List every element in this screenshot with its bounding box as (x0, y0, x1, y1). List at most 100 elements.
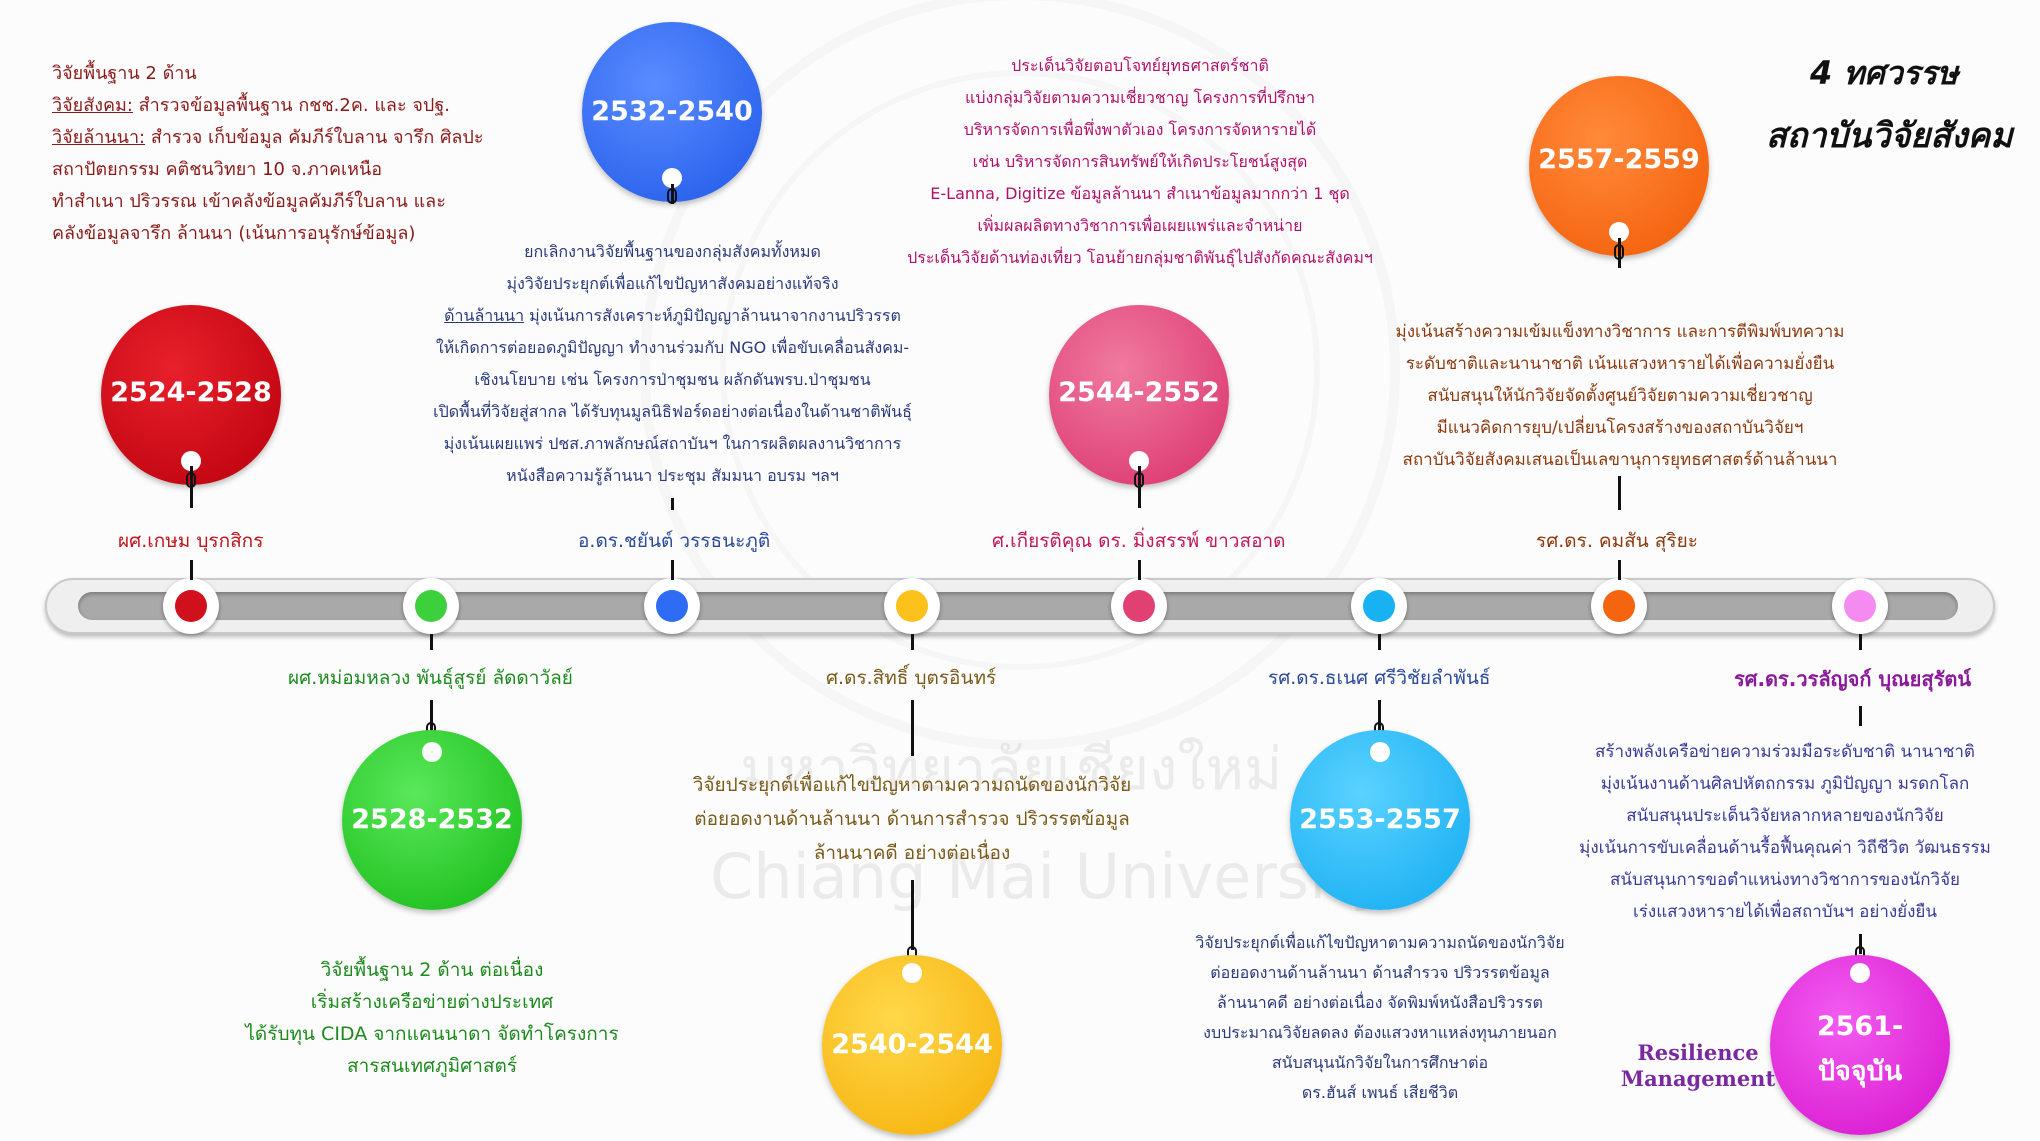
period-circle-2540-2544[interactable]: 2540-2544 (822, 955, 1002, 1135)
period-years-label: 2553-2557 (1299, 804, 1461, 835)
period-circle-2524-2528[interactable]: 2524-2528 (101, 305, 281, 485)
connector-line (671, 560, 674, 580)
director-name-p6: รศ.ดร.ธเนศ ศรีวิชัยลำพันธ์ (1268, 667, 1491, 689)
timeline-node-2557[interactable] (1591, 578, 1647, 634)
timeline-track (78, 592, 1958, 620)
director-name-p1: ผศ.เกษม บุรกสิกร (118, 530, 264, 552)
desc-line: มุ่งเน้นงานด้านศิลปหัตถกรรม ภูมิปัญญา มร… (1600, 774, 1970, 794)
intro-social-text: สำรวจข้อมูลพื้นฐาน กชช.2ค. และ จปฐ. (132, 95, 450, 116)
period-description-p8: สร้างพลังเครือข่ายความร่วมมือระดับชาติ น… (1560, 736, 2010, 928)
desc-line: เพิ่มผลผลิตทางวิชาการเพื่อเผยแพร่และจำหน… (977, 216, 1303, 235)
connector-line (1618, 238, 1621, 268)
desc-line: เร่งแสวงหารายได้เพื่อสถาบันฯ อย่างยั่งยื… (1632, 902, 1938, 922)
node-dot-pink (1123, 590, 1155, 622)
circle-hole (1129, 451, 1149, 471)
desc-lanna-label: ด้านล้านนา (444, 306, 525, 325)
desc-line: สารสนเทศภูมิศาสตร์ (346, 1055, 518, 1077)
connector-line (911, 700, 914, 756)
circle-hole (422, 742, 442, 762)
period-description-p2: วิจัยพื้นฐาน 2 ด้าน ต่อเนื่อง เริ่มสร้าง… (222, 954, 642, 1082)
period-circle-2532-2540[interactable]: 2532-2540 (582, 22, 762, 202)
circle-hole (1850, 963, 1870, 983)
connector-line (911, 634, 914, 650)
desc-line: สถาบันวิจัยสังคมเสนอเป็นเลขานุการยุทธศาส… (1402, 450, 1838, 470)
period-description-p4: วิจัยประยุกต์เพื่อแก้ไขปัญหาตามความถนัดข… (670, 768, 1154, 870)
desc-lanna-text: มุ่งเน้นการสังเคราะห์ภูมิปัญญาล้านนาจากง… (524, 306, 901, 325)
watermark-english-text: Chiang Mai University (710, 840, 1388, 913)
desc-line: ต่อยอดงานด้านล้านนา ด้านสำรวจ ปริวรรตข้อ… (1210, 963, 1550, 982)
desc-line: ได้รับทุน CIDA จากแคนนาดา จัดทำโครงการ (245, 1023, 619, 1045)
desc-line: มุ่งเน้นการขับเคลื่อนด้านรื้อฟื้นคุณค่า … (1579, 838, 1991, 858)
timeline-node-2553[interactable] (1351, 578, 1407, 634)
period-circle-2528-2532[interactable]: 2528-2532 (342, 730, 522, 910)
tag-line2: Management (1620, 1066, 1776, 1091)
desc-line: ยกเลิกงานวิจัยพื้นฐานของกลุ่มสังคมทั้งหม… (524, 242, 821, 261)
intro-line5: ทำสำเนา ปริวรรณ เข้าคลังข้อมูลคัมภีร์ใบล… (52, 191, 446, 212)
intro-lanna-text: สำรวจ เก็บข้อมูล คัมภีร์ใบลาน จารึก ศิลป… (145, 127, 484, 148)
desc-line: เช่น บริหารจัดการสินทรัพย์ให้เกิดประโยชน… (972, 152, 1308, 171)
desc-line: ล้านนาคดี อย่างต่อเนื่อง จัดพิมพ์หนังสือ… (1217, 993, 1543, 1012)
node-dot-orange (1603, 590, 1635, 622)
node-dot-red (175, 590, 207, 622)
period-circle-2553-2557[interactable]: 2553-2557 (1290, 730, 1470, 910)
node-dot-yellow (896, 590, 928, 622)
node-dot-cyan (1363, 590, 1395, 622)
intro-line4: สถาปัตยกรรม คติชนวิทยา 10 จ.ภาคเหนือ (52, 159, 383, 180)
director-name-p2: ผศ.หม่อมหลวง พันธุ์สูรย์ ลัดดาวัลย์ (288, 667, 573, 689)
intro-social-line: วิจัยสังคม: สำรวจข้อมูลพื้นฐาน กชช.2ค. แ… (52, 90, 484, 122)
desc-line: สนับสนุนให้นักวิจัยจัดตั้งศูนย์วิจัยตามค… (1427, 386, 1813, 406)
node-dot-green (415, 590, 447, 622)
circle-hole (902, 963, 922, 983)
connector-line (1618, 476, 1621, 510)
circle-hole (1609, 222, 1629, 242)
connector-line (190, 466, 193, 508)
watermark-thai-text: มหาวิทยาลัยเชียงใหม่ (740, 735, 1283, 803)
desc-line: สนับสนุนนักวิจัยในการศึกษาต่อ (1271, 1053, 1489, 1072)
period-years-label: 2544-2552 (1058, 377, 1220, 408)
desc-line: วิจัยประยุกต์เพื่อแก้ไขปัญหาตามความถนัดข… (1195, 933, 1565, 952)
desc-line: งบประมาณวิจัยลดลง ต้องแสวงหาแหล่งทุนภายน… (1203, 1023, 1557, 1042)
timeline-node-2544[interactable] (1111, 578, 1167, 634)
director-name-p3: อ.ดร.ชยันต์ วรรธนะภูติ (578, 530, 771, 552)
intro-line6: คลังข้อมูลจารึก ล้านนา (เน้นการอนุรักษ์ข… (52, 223, 416, 244)
director-name-p7: รศ.ดร. คมสัน สุริยะ (1536, 530, 1698, 552)
period-description-p6: วิจัยประยุกต์เพื่อแก้ไขปัญหาตามความถนัดข… (1150, 928, 1610, 1108)
period-circle-2561-present[interactable]: 2561- ปัจจุบัน (1770, 955, 1950, 1135)
desc-line: สร้างพลังเครือข่ายความร่วมมือระดับชาติ น… (1595, 742, 1975, 762)
desc-line: ให้เกิดการต่อยอดภูมิปัญญา ทำงานร่วมกับ N… (435, 338, 910, 357)
desc-line: ประเด็นวิจัยตอบโจทย์ยุทธศาสตร์ชาติ (1011, 56, 1269, 75)
period-circle-2544-2552[interactable]: 2544-2552 (1049, 305, 1229, 485)
university-seal-watermark (640, 0, 1400, 750)
desc-line: ด้านล้านนา มุ่งเน้นการสังเคราะห์ภูมิปัญญ… (420, 300, 925, 332)
period-circle-2557-2559[interactable]: 2557-2559 (1529, 76, 1709, 256)
page-title-line1: 4 ทศวรรษ (1810, 54, 1959, 92)
timeline-node-2532[interactable] (644, 578, 700, 634)
node-dot-magenta (1844, 590, 1876, 622)
connector-line (671, 498, 674, 510)
timeline-node-2540[interactable] (884, 578, 940, 634)
desc-line: ประเด็นวิจัยด้านท่องเที่ยว โอนย้ายกลุ่มช… (907, 248, 1373, 267)
connector-line (1618, 560, 1621, 580)
circle-hole (662, 168, 682, 188)
timeline-node-2528[interactable] (403, 578, 459, 634)
period-years-label: 2540-2544 (831, 1029, 993, 1060)
connector-line (1378, 634, 1381, 650)
desc-line: สนับสนุนประเด็นวิจัยหลากหลายของนักวิจัย (1626, 806, 1944, 826)
page-title-line2: สถาบันวิจัยสังคม (1766, 116, 2013, 156)
desc-line: มุ่งเน้นเผยแพร่ ปชส.ภาพลักษณ์สถาบันฯ ในก… (443, 434, 902, 453)
timeline-node-2524[interactable] (163, 578, 219, 634)
desc-line: วิจัยประยุกต์เพื่อแก้ไขปัญหาตามความถนัดข… (692, 774, 1132, 796)
desc-line: E-Lanna, Digitize ข้อมูลล้านนา สำเนาข้อม… (930, 184, 1350, 203)
connector-line (430, 634, 433, 650)
resilience-management-tag: Resilience Management (1618, 1040, 1778, 1092)
timeline-node-2561[interactable] (1832, 578, 1888, 634)
connector-line (1859, 934, 1862, 954)
desc-line: หนังสือความรู้ล้านนา ประชุม สัมมนา อบรม … (506, 466, 839, 485)
intro-lanna-label: วิจัยล้านนา: (52, 127, 146, 148)
desc-line: วิจัยพื้นฐาน 2 ด้าน ต่อเนื่อง (320, 959, 544, 981)
desc-line: เปิดพื้นที่วิจัยสู่สากล ได้รับทุนมูลนิธิ… (433, 402, 912, 421)
node-dot-blue (656, 590, 688, 622)
period-description-p5: ประเด็นวิจัยตอบโจทย์ยุทธศาสตร์ชาติ แบ่งก… (880, 50, 1400, 274)
connector-line (671, 184, 674, 204)
